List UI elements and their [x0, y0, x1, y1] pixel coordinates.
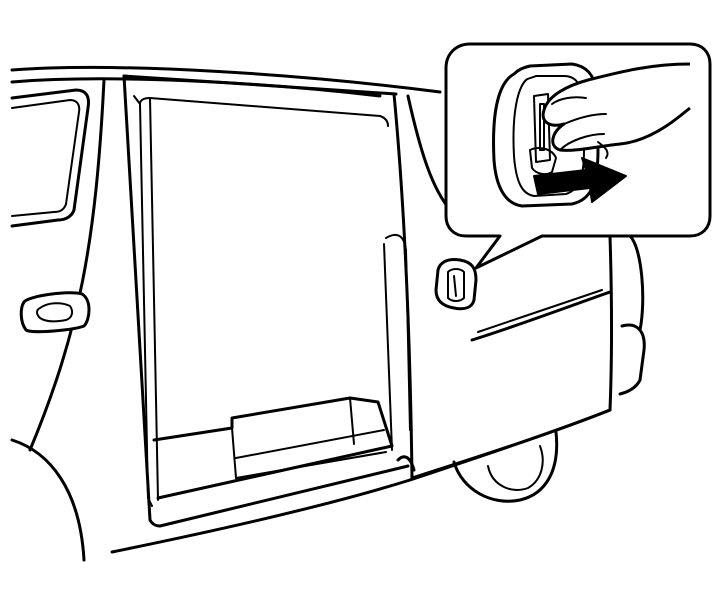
sliding-door-handle	[434, 258, 478, 311]
hand-illustration	[541, 62, 691, 159]
detail-callout	[444, 42, 712, 270]
arrow-right-icon	[533, 157, 627, 203]
sliding-door-edge	[383, 92, 454, 480]
rear-wheel	[452, 430, 559, 503]
front-wheel-arch	[10, 438, 86, 562]
sliding-door-panel	[410, 234, 646, 480]
front-door-handle	[19, 291, 91, 334]
side-window	[10, 88, 90, 228]
door-opening	[122, 74, 410, 528]
